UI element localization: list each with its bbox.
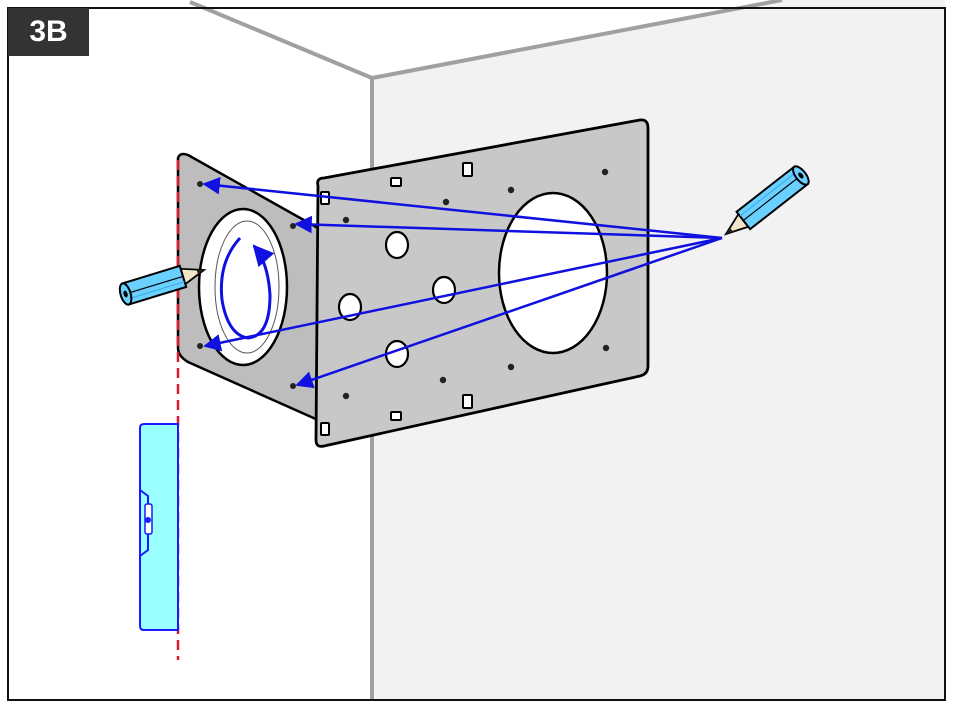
rotate-arrow-icon — [219, 236, 275, 340]
arrow-to-hole-1 — [202, 176, 723, 240]
marking-arrows — [202, 176, 723, 389]
diagram-frame — [7, 7, 946, 701]
step-badge: 3B — [8, 8, 89, 56]
pencil-icon — [723, 165, 810, 236]
arrow-to-hole-2 — [294, 215, 723, 240]
arrow-to-hole-4 — [295, 236, 723, 389]
pencil-icon — [118, 264, 207, 306]
arrow-to-hole-3 — [203, 236, 723, 352]
spirit-level-icon — [139, 423, 179, 631]
